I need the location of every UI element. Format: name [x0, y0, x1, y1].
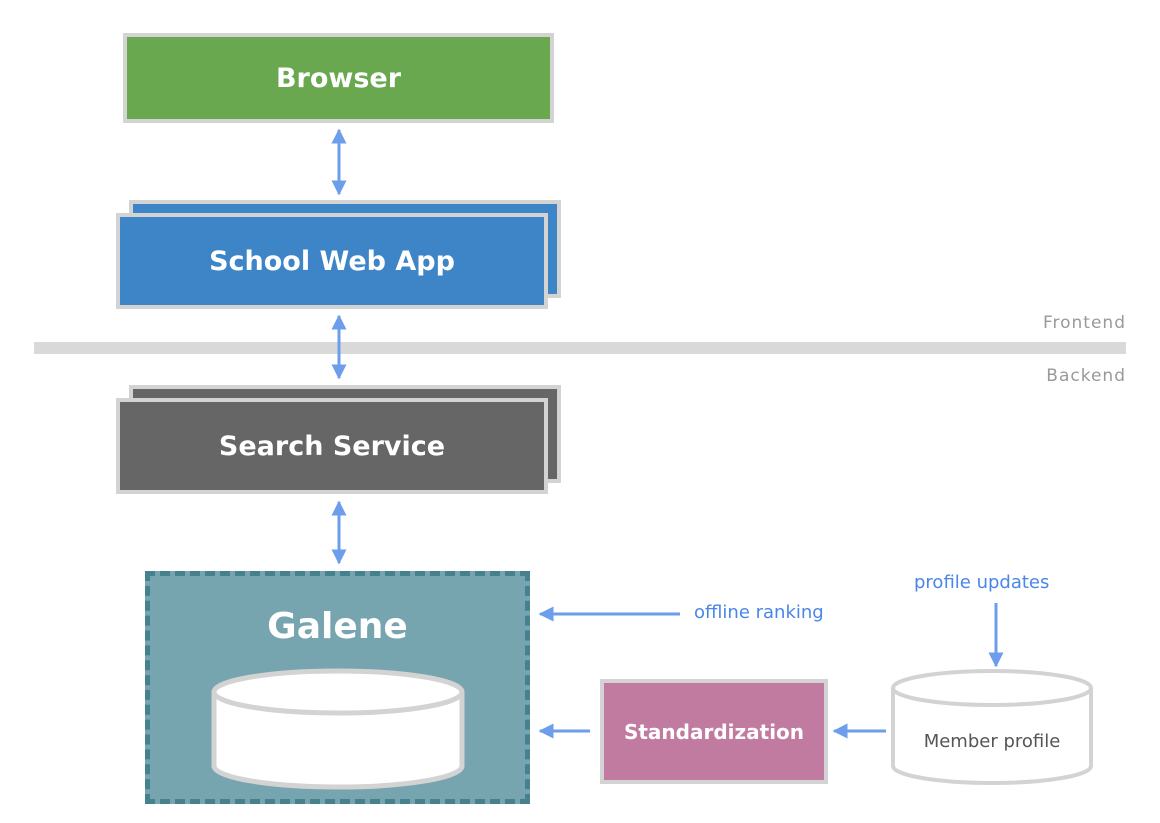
- standardization-label: Standardization: [623, 719, 805, 744]
- offline-ranking-label: offline ranking: [694, 602, 824, 623]
- browser-node: Browser: [123, 33, 554, 123]
- web-app-node: School Web App: [116, 213, 548, 309]
- layer-divider: [34, 342, 1126, 354]
- search-service-node: Search Service: [116, 398, 548, 494]
- member-profile-database-icon: [891, 669, 1093, 785]
- profile-updates-label: profile updates: [914, 572, 1050, 593]
- galene-label: Galene: [267, 606, 408, 647]
- member-profile-label: Member profile: [923, 731, 1061, 752]
- galene-database-icon: [211, 668, 465, 790]
- backend-layer-label: Backend: [1046, 366, 1126, 386]
- browser-label: Browser: [275, 62, 402, 94]
- web-app-label: School Web App: [209, 245, 455, 277]
- frontend-layer-label: Frontend: [1042, 313, 1126, 333]
- search-service-label: Search Service: [218, 430, 446, 462]
- standardization-node: Standardization: [600, 679, 828, 784]
